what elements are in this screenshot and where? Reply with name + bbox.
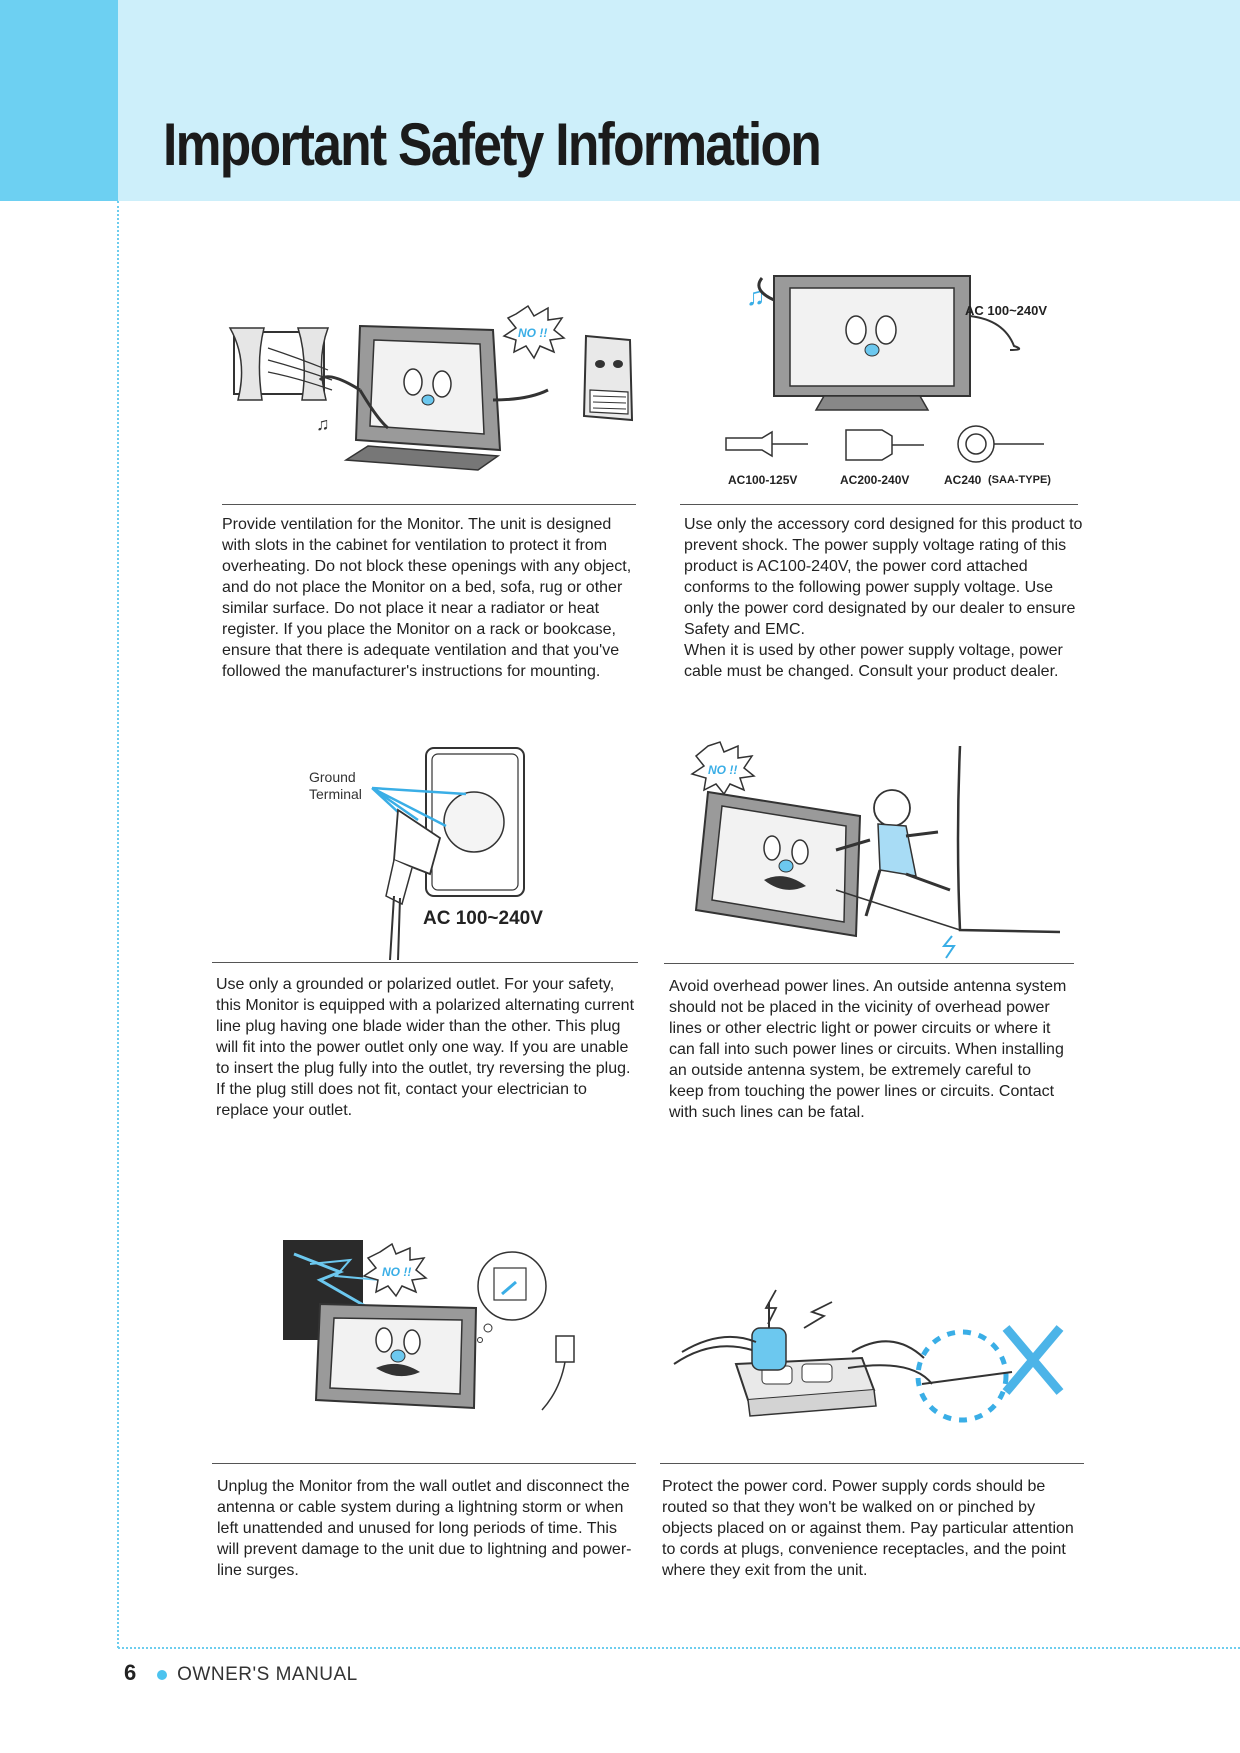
header-band (0, 0, 1240, 201)
section-grounded-outlet-text: Use only a grounded or polarized outlet.… (216, 976, 635, 1119)
margin-dotted-line (117, 201, 119, 1648)
power-cord-protection-illustration (673, 1289, 1064, 1423)
grounded-outlet-illustration: Ground Terminal AC 100~240V (309, 747, 543, 960)
bottom-dotted-line (118, 1647, 1240, 1649)
section-rule (660, 1463, 1084, 1464)
terminal-label: Terminal (309, 786, 362, 802)
power-cord-illustration: ♫ AC 100~240V AC100-125V AC200-240V AC24… (725, 275, 1051, 487)
footer: 6 OWNER'S MANUAL (124, 1660, 358, 1690)
section-power-cord-text-line: Use only the accessory cord designed for… (684, 516, 1083, 638)
section-lightning-text: Unplug the Monitor from the wall outlet … (217, 1478, 632, 1579)
plug-label: AC100-125V (728, 473, 797, 487)
power-lines-illustration: NO !! (690, 741, 1061, 959)
voltage-label: AC 100~240V (423, 908, 543, 929)
section-rule (680, 504, 1078, 505)
section-rule (664, 963, 1074, 964)
voltage-label: AC 100~240V (965, 303, 1047, 318)
no-badge: NO !! (708, 763, 737, 777)
plug-label: AC240 (944, 473, 982, 487)
no-badge: NO !! (518, 326, 547, 340)
section-power-cord-text-line: When it is used by other power supply vo… (684, 642, 1063, 680)
section-rule (212, 962, 638, 963)
ground-label: Ground (309, 769, 356, 785)
plug-label: AC200-240V (840, 473, 909, 487)
section-rule (212, 1463, 636, 1464)
section-rule (222, 504, 636, 505)
page-number: 6 (124, 1660, 137, 1685)
page-title: Important Safety Information (163, 111, 822, 178)
ventilation-illustration: ♫ NO !! (228, 304, 634, 471)
header-tab (0, 0, 118, 201)
section-ventilation-text: Provide ventilation for the Monitor. The… (222, 516, 632, 680)
section-power-cord-text: Use only the accessory cord designed for… (684, 514, 1084, 682)
footer-bullet-icon (156, 1669, 167, 1680)
section-power-cord-protection-text: Protect the power cord. Power supply cor… (662, 1478, 1074, 1579)
no-badge: NO !! (382, 1265, 411, 1279)
footer-label: OWNER'S MANUAL (177, 1664, 358, 1685)
svg-text:♫: ♫ (746, 281, 766, 311)
plug-note: (SAA-TYPE) (988, 474, 1051, 486)
svg-text:♫: ♫ (316, 414, 330, 434)
section-power-lines-text: Avoid overhead power lines. An outside a… (669, 978, 1067, 1121)
lightning-illustration: NO !! (283, 1240, 575, 1411)
